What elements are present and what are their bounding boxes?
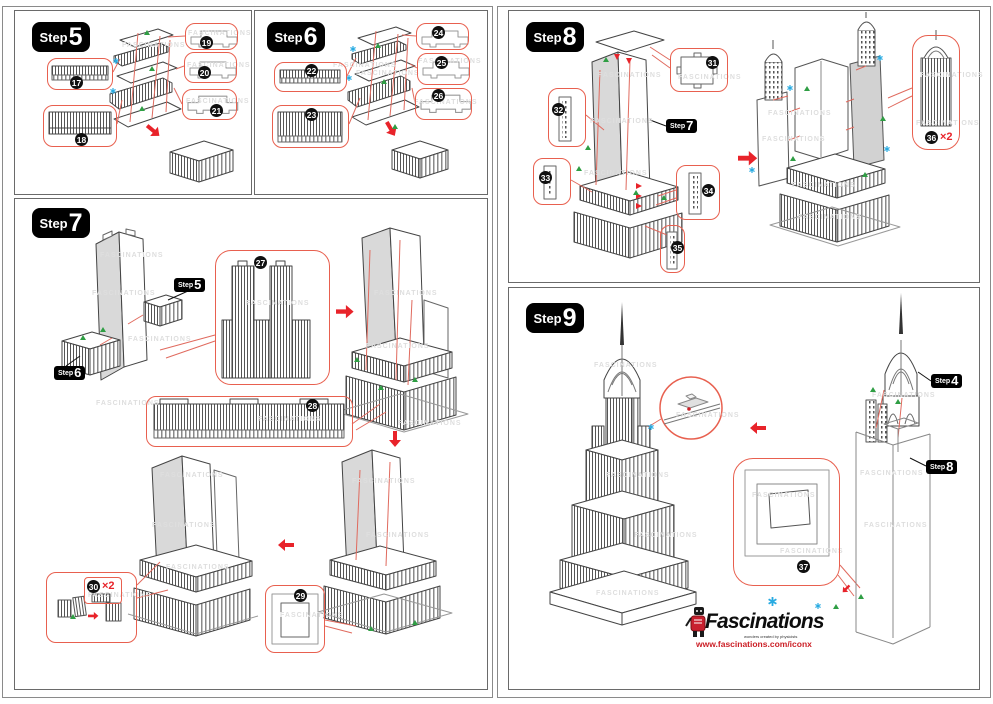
part-number-36: 36 xyxy=(925,131,938,144)
step-number: 6 xyxy=(303,22,318,51)
step-word: Step xyxy=(935,377,951,385)
callout-part-20 xyxy=(184,52,237,83)
callout-part-30 xyxy=(46,572,137,643)
step-word: Step xyxy=(58,369,74,377)
part-number-18: 18 xyxy=(75,133,88,146)
callout-part-24 xyxy=(416,23,469,50)
part-number-37: 37 xyxy=(797,560,810,573)
part-number-19: 19 xyxy=(200,36,213,49)
callout-part-34 xyxy=(676,165,720,220)
callout-part-25 xyxy=(417,53,470,85)
callout-part-37 xyxy=(733,458,840,586)
callout-part-30-inner-box xyxy=(84,577,122,604)
part-number-28: 28 xyxy=(306,399,319,412)
step-number: 7 xyxy=(686,118,694,134)
callout-part-26 xyxy=(415,88,472,120)
callout-part-23 xyxy=(272,105,349,148)
callout-part-31 xyxy=(670,48,728,92)
step-word: Step xyxy=(533,310,562,326)
part-number-26: 26 xyxy=(432,89,445,102)
fascinations-tagline: wonders created by physicists xyxy=(744,634,798,639)
fascinations-url: www.fascinations.com/iconx xyxy=(696,639,812,649)
callout-part-29 xyxy=(265,585,325,653)
callout-part-33 xyxy=(533,158,571,205)
part-number-29: 29 xyxy=(294,589,307,602)
part-number-32: 32 xyxy=(552,103,565,116)
callout-part-22 xyxy=(274,62,347,92)
part-number-22: 22 xyxy=(305,64,318,77)
part-number-21: 21 xyxy=(210,104,223,117)
callout-part-21 xyxy=(182,89,237,120)
step-word: Step xyxy=(178,281,194,289)
callout-part-17 xyxy=(47,58,113,90)
part-number-35: 35 xyxy=(671,241,684,254)
part-number-24: 24 xyxy=(432,26,445,39)
step-number: 5 xyxy=(194,277,202,293)
part-number-20: 20 xyxy=(198,66,211,79)
part-36-multiplier: ×2 xyxy=(940,131,953,143)
part-number-25: 25 xyxy=(435,56,448,69)
step-word: Step xyxy=(39,29,68,45)
part-number-23: 23 xyxy=(305,108,318,121)
part-number-27: 27 xyxy=(254,256,267,269)
step-number: 8 xyxy=(562,22,577,51)
step5-diagram xyxy=(48,28,239,183)
fascinations-brand-text: Fascinations xyxy=(705,610,825,633)
step6-diagram xyxy=(277,26,472,179)
step-word: Step xyxy=(533,29,562,45)
step9-diagram xyxy=(549,293,932,645)
callout-part-36 xyxy=(912,35,960,150)
part-number-34: 34 xyxy=(702,184,715,197)
step-number: 8 xyxy=(946,459,954,475)
fascinations-robot-icon xyxy=(685,607,706,637)
part-number-30: 30 xyxy=(87,580,100,593)
step8-diagram xyxy=(543,12,952,270)
step7-diagram xyxy=(57,227,469,645)
callout-part-32 xyxy=(548,88,586,147)
callout-part-19 xyxy=(185,23,238,50)
step-number: 6 xyxy=(74,365,82,381)
callout-part-35 xyxy=(660,225,685,273)
step-number: 4 xyxy=(951,373,959,389)
step-word: Step xyxy=(39,215,68,231)
callout-part-18 xyxy=(43,105,117,147)
part-number-31: 31 xyxy=(706,56,719,69)
step-number: 7 xyxy=(68,208,83,237)
step-word: Step xyxy=(930,463,946,471)
callout-part-28 xyxy=(146,396,353,447)
step-number: 5 xyxy=(68,22,83,51)
callout-part-27 xyxy=(215,250,330,385)
step-number: 9 xyxy=(562,303,577,332)
part-30-multiplier: ×2 xyxy=(102,580,115,592)
part-number-17: 17 xyxy=(70,76,83,89)
step-word: Step xyxy=(274,29,303,45)
step-word: Step xyxy=(670,122,686,130)
part-number-33: 33 xyxy=(539,171,552,184)
